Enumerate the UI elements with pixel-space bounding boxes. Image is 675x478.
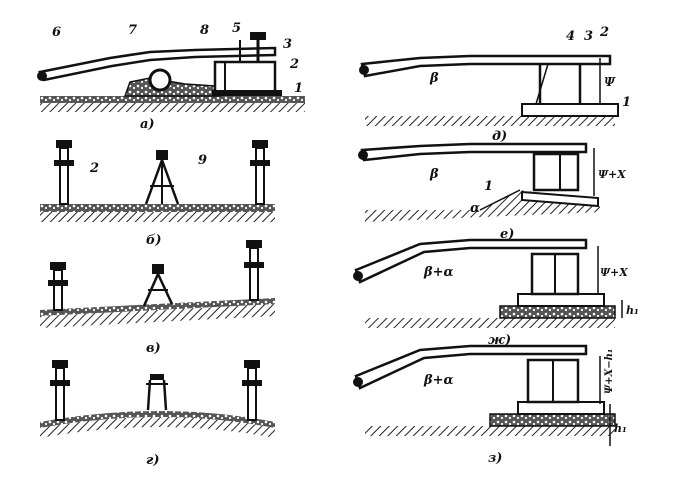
panel-h: β+α Ψ+Χ−h₁ h₁ з) [353, 344, 627, 466]
ground-strip [365, 318, 615, 328]
panel-c: в) [40, 240, 275, 356]
carriage-wheel [148, 68, 172, 92]
panel-d: г) [40, 360, 275, 468]
dimension-label: Ψ [604, 75, 616, 89]
callout: 1 [484, 179, 493, 194]
tripod-level [146, 374, 168, 411]
ground-strip [365, 116, 615, 126]
ground-strip [40, 304, 275, 328]
callout: 2 [89, 161, 99, 176]
callout: 2 [289, 57, 299, 72]
dimension-label: h₁ [626, 304, 639, 317]
panel-e: β Ψ 4 3 2 1 д) [359, 25, 631, 144]
slope-line [479, 189, 521, 211]
boom-tip [353, 377, 363, 387]
callout: 3 [584, 29, 593, 44]
boom-tip [358, 150, 368, 160]
ballast [40, 96, 305, 103]
jack-head [250, 32, 266, 40]
panel-label: б) [146, 233, 162, 248]
boom-tip [37, 71, 47, 81]
tripod-level [144, 150, 180, 205]
tripod-level [142, 264, 174, 307]
base-plate [517, 401, 605, 415]
support-block [532, 152, 580, 192]
jack-right [250, 140, 270, 205]
callout: 5 [232, 21, 241, 36]
panel-g: β+α Ψ+Χ h₁ ж) [353, 238, 639, 348]
boom [360, 142, 588, 162]
dimension-label: Ψ+Χ [598, 168, 626, 181]
base-plate [521, 103, 619, 117]
callout: 8 [200, 23, 209, 38]
angle-label: β [429, 71, 439, 86]
jack-right [244, 240, 264, 301]
dimension-label: Ψ+Χ−h₁ [604, 349, 615, 394]
jack-left [50, 360, 70, 421]
panel-label: г) [146, 453, 159, 468]
panel-label: в) [146, 341, 161, 356]
boom [38, 46, 277, 82]
base-plate [212, 90, 282, 96]
spoil-mound [123, 77, 222, 97]
panel-label: ж) [488, 333, 511, 348]
boom-tip [359, 65, 369, 75]
sleeper-bed [489, 413, 616, 427]
callout: 2 [599, 25, 609, 40]
jack-left [48, 262, 68, 311]
jack-left [54, 140, 74, 205]
callout: 1 [294, 81, 303, 96]
rail-bed [40, 411, 275, 428]
callout: 1 [622, 95, 631, 110]
panel-label: а) [140, 117, 155, 132]
angle-label: β+α [423, 265, 454, 280]
ground-strip [40, 212, 275, 222]
rail-bed [40, 204, 275, 212]
rail-bed [40, 298, 275, 316]
angle-label: α [470, 201, 480, 216]
panel-label: е) [500, 227, 514, 242]
sleeper-bed [499, 305, 616, 319]
dimension-label: Ψ+Χ [600, 266, 628, 279]
panel-a: 6 7 8 5 3 2 1 а) [37, 21, 305, 132]
callout: 4 [566, 29, 575, 44]
boom-tip [353, 271, 363, 281]
ground-strip [40, 417, 275, 438]
boom [360, 54, 612, 78]
panel-label: з) [488, 451, 502, 466]
ground-strip [365, 426, 615, 436]
callout: 6 [52, 25, 61, 40]
callout: 3 [283, 37, 292, 52]
base-plate [517, 293, 605, 307]
tilted-base [521, 190, 599, 208]
panel-b: 2 9 б) [40, 140, 275, 248]
callout: 7 [128, 23, 137, 38]
boom [354, 238, 588, 284]
panel-label: д) [492, 129, 507, 144]
boom [354, 344, 588, 390]
jack-right [242, 360, 262, 421]
callout: 9 [198, 153, 207, 168]
panel-f: β α 1 Ψ+Χ е) [358, 142, 626, 242]
angle-label: β [429, 167, 439, 182]
ground-strip [40, 102, 305, 112]
brace [535, 63, 549, 105]
angle-label: β+α [423, 373, 454, 388]
dimension-label: h₁ [614, 422, 627, 435]
